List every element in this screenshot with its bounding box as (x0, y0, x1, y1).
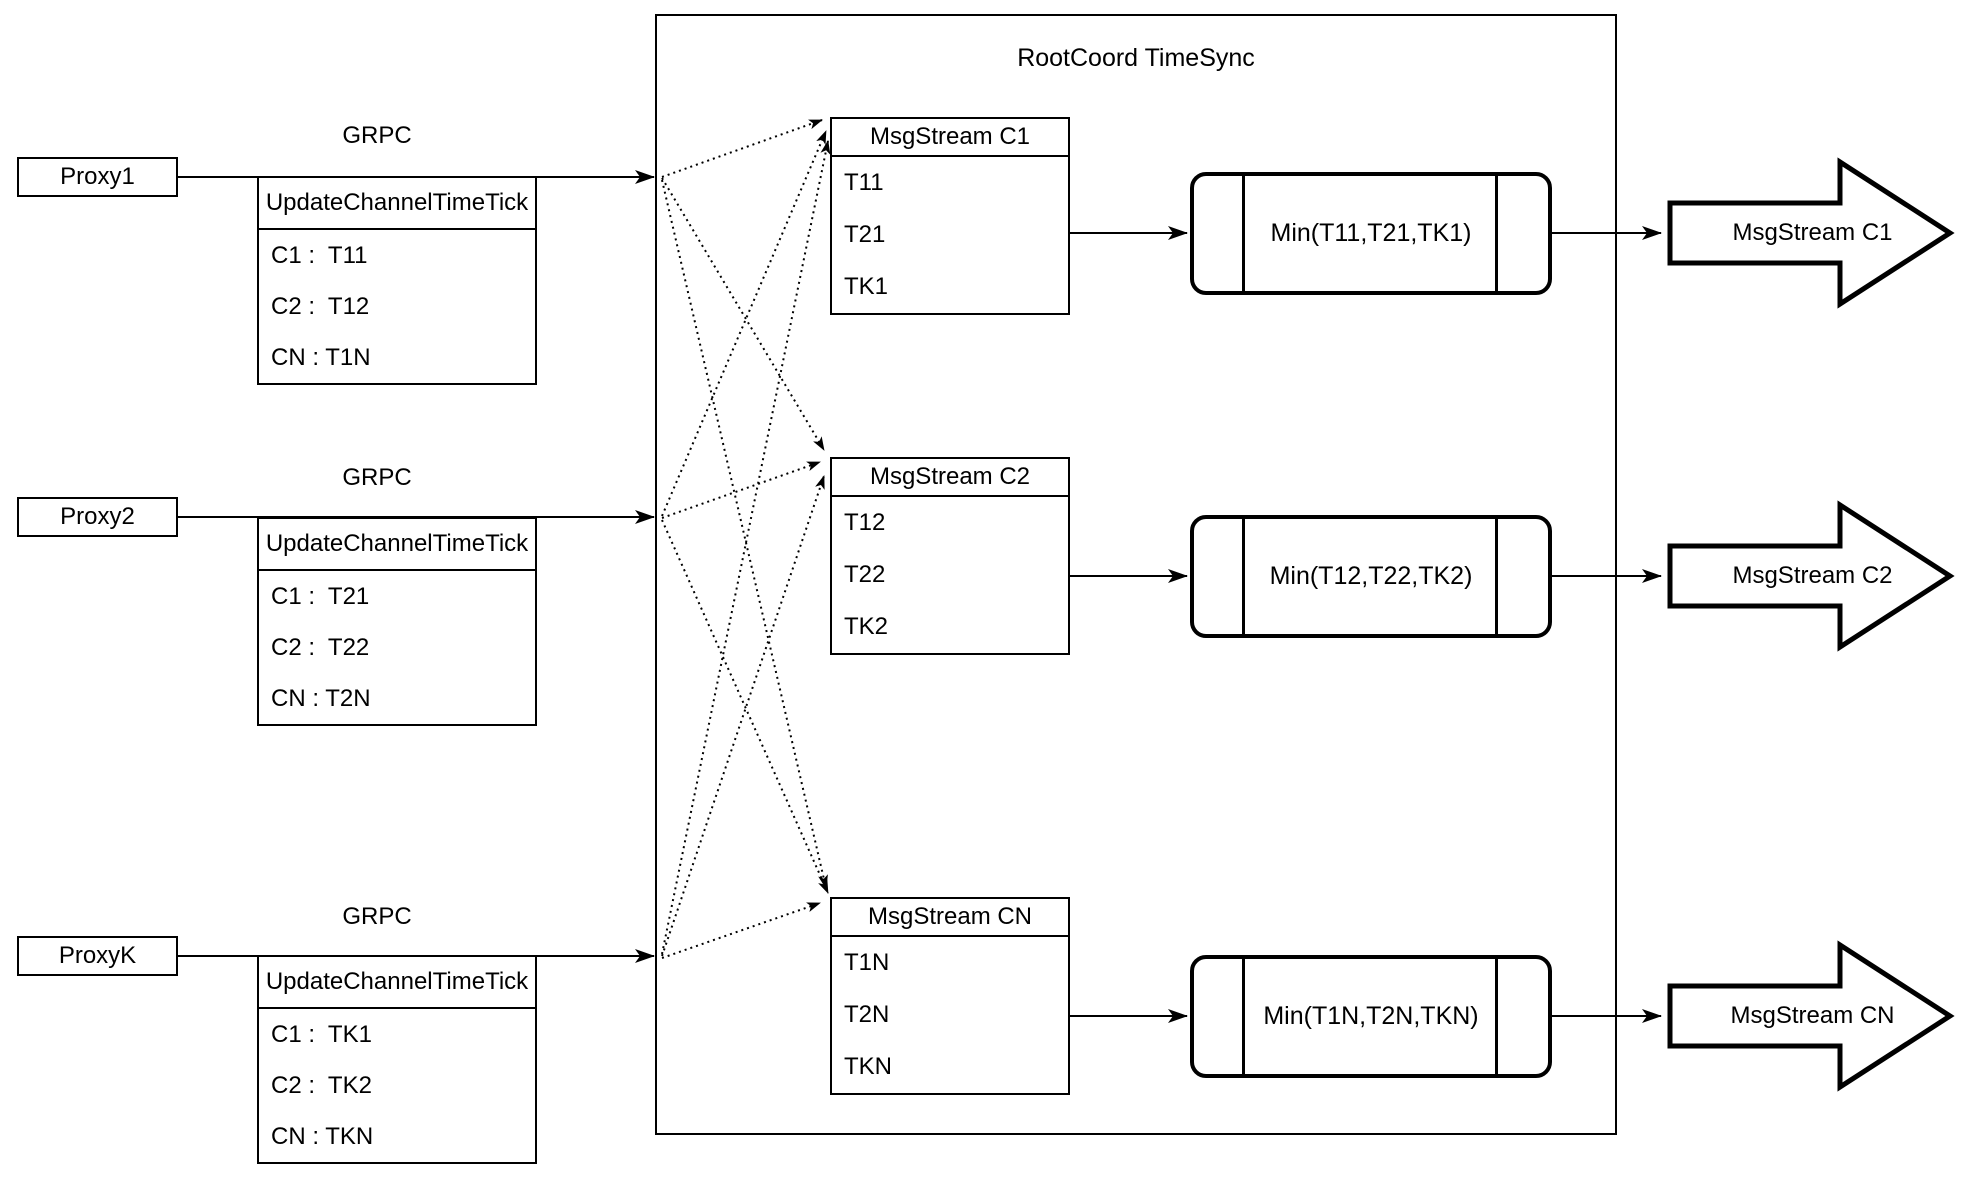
min-label: Min(T1N,T2N,TKN) (1263, 1002, 1479, 1030)
tick-row: T22 (844, 561, 886, 588)
min-left-divider (1242, 959, 1245, 1074)
min-left-divider (1242, 176, 1245, 291)
timetick-table-header: UpdateChannelTimeTick (259, 178, 535, 230)
tick-row: T12 (844, 509, 886, 536)
proxy1-box: Proxy1 (17, 157, 178, 197)
output-arrow-shape-c2 (1667, 500, 1955, 652)
timetick-edge-proxyk-c2 (661, 475, 825, 957)
msgstream-table-header: MsgStream CN (832, 899, 1068, 937)
timetick-row: C1 : T11 (271, 241, 368, 269)
output-arrow-label-c2: MsgStream C2 (1732, 562, 1893, 589)
timetick-edge-proxy1-cn (661, 179, 828, 889)
tick-row: T21 (844, 221, 886, 248)
min-right-divider (1495, 176, 1498, 291)
timetick-row: CN : T1N (271, 343, 371, 371)
output-arrow-shape-cn (1667, 940, 1955, 1092)
msgstream-table-c2: MsgStream C2 T12 T22 TK2 (830, 457, 1070, 655)
msgstream-table-header: MsgStream C1 (832, 119, 1068, 157)
tick-row: TK2 (844, 613, 889, 640)
timetick-table-proxyk: UpdateChannelTimeTick C1 : TK1 C2 : TK2 … (257, 955, 537, 1164)
msgstream-table-cn: MsgStream CN T1N T2N TKN (830, 897, 1070, 1095)
min-label: Min(T11,T21,TK1) (1270, 219, 1472, 247)
container-title: RootCoord TimeSync (1017, 44, 1255, 72)
timetick-row: C1 : T21 (271, 582, 370, 610)
timetick-table-header: UpdateChannelTimeTick (259, 957, 535, 1009)
min-label: Min(T12,T22,TK2) (1269, 562, 1473, 590)
tick-row: T1N (844, 949, 890, 976)
output-arrow-shape-c1 (1667, 157, 1955, 309)
tick-row: T11 (844, 169, 884, 196)
timetick-row: C1 : TK1 (271, 1020, 372, 1048)
grpc-label-proxyk: GRPC (342, 903, 412, 930)
output-arrow-label-c1: MsgStream C1 (1732, 219, 1893, 246)
msgstream-table-header: MsgStream C2 (832, 459, 1068, 497)
timetick-table-header: UpdateChannelTimeTick (259, 519, 535, 571)
proxyk-box: ProxyK (17, 936, 178, 976)
grpc-label-proxy2: GRPC (342, 464, 412, 491)
timetick-row: C2 : TK2 (271, 1071, 372, 1099)
tick-row: TKN (844, 1053, 892, 1080)
grpc-label-proxy1: GRPC (342, 122, 412, 149)
tick-row: TK1 (844, 273, 889, 300)
timetick-row: C2 : T22 (271, 633, 370, 661)
min-process-box-c2: Min(T12,T22,TK2) (1190, 515, 1552, 638)
proxy2-box: Proxy2 (17, 497, 178, 537)
timetick-edge-proxy1-c1 (661, 119, 823, 178)
timetick-table-proxy2: UpdateChannelTimeTick C1 : T21 C2 : T22 … (257, 517, 537, 726)
timetick-row: CN : T2N (271, 684, 371, 712)
timetick-row: CN : TKN (271, 1122, 374, 1150)
timetick-edge-proxy1-c2 (661, 177, 825, 451)
min-right-divider (1495, 959, 1498, 1074)
msgstream-table-c1: MsgStream C1 T11 T21 TK1 (830, 117, 1070, 315)
timetick-edge-proxy2-c2 (661, 461, 821, 519)
timetick-edge-proxy2-cn (661, 519, 829, 894)
min-left-divider (1242, 519, 1245, 634)
min-right-divider (1495, 519, 1498, 634)
timetick-edge-proxyk-cn (661, 902, 821, 959)
timetick-table-proxy1: UpdateChannelTimeTick C1 : T11 C2 : T12 … (257, 176, 537, 385)
min-process-box-cn: Min(T1N,T2N,TKN) (1190, 955, 1552, 1078)
min-process-box-c1: Min(T11,T21,TK1) (1190, 172, 1552, 295)
tick-row: T2N (844, 1001, 890, 1028)
timetick-edge-proxy2-c1 (661, 130, 827, 517)
output-arrow-label-cn: MsgStream CN (1730, 1002, 1895, 1029)
timetick-row: C2 : T12 (271, 292, 370, 320)
timetick-edge-proxyk-c1 (661, 140, 831, 955)
